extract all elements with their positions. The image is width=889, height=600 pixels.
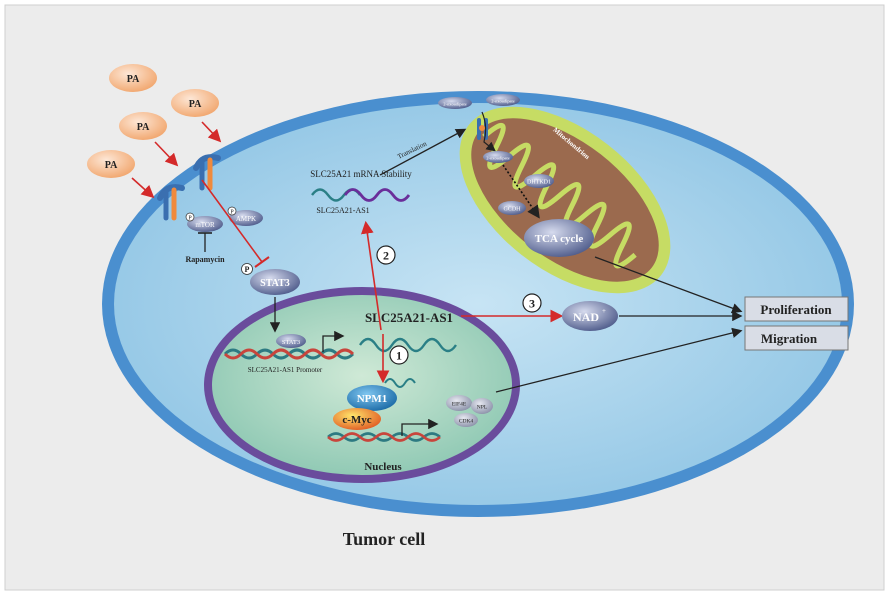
pa-arrow: [131, 177, 155, 199]
step2-arrow: [361, 220, 382, 331]
oxoadipate-node-3: 2-oxoadipate: [483, 151, 513, 163]
ampk-node: AMPK P: [227, 206, 263, 226]
lncrna-npm1-strand: [384, 378, 416, 388]
mrna-strand-cyto: [343, 188, 411, 202]
promoter-dna: [223, 348, 355, 360]
svg-text:TCA cycle: TCA cycle: [535, 233, 584, 245]
step-3-marker: 3: [522, 293, 542, 313]
tca-to-proliferation-arrow: [594, 256, 743, 314]
membrane-receptor: [157, 184, 185, 221]
svg-text:PA: PA: [137, 122, 150, 133]
gcdh-node: GCDH: [498, 201, 526, 215]
svg-text:mTOR: mTOR: [195, 221, 215, 229]
nad-node: NAD +: [562, 301, 618, 331]
svg-text:STAT3: STAT3: [282, 339, 300, 346]
mrna-stability-label: SLC25A21 mRNA Stability: [310, 169, 412, 179]
svg-text:PA: PA: [127, 74, 140, 85]
svg-text:NAD: NAD: [573, 310, 599, 324]
npm1-node: NPM1: [347, 385, 397, 411]
pa-molecule-1: PA: [109, 64, 157, 92]
svg-text:DHTKD1: DHTKD1: [527, 180, 551, 186]
svg-text:c-Myc: c-Myc: [342, 414, 371, 426]
svg-text:P: P: [188, 216, 192, 222]
oxoadipate-import-arrow: [481, 111, 496, 152]
lncrna-small-label: SLC25A21-AS1: [316, 206, 369, 215]
svg-text:2-oxoadipate: 2-oxoadipate: [443, 102, 467, 107]
cdk4-node: CDK4: [454, 413, 478, 427]
stat3-node: STAT3 P: [241, 263, 300, 295]
svg-text:2-oxoadipate: 2-oxoadipate: [486, 156, 510, 161]
eif4e-node: EIF4E: [446, 395, 472, 411]
oxoadipate-node-1: 2-oxoadipate: [438, 97, 472, 109]
svg-text:2: 2: [383, 249, 389, 263]
pa-molecule-3: PA: [119, 112, 167, 140]
step-1-marker: 1: [389, 345, 409, 365]
nucleus-label: Nucleus: [364, 461, 402, 473]
oxoadipate-node-2: 2-oxoadipate: [486, 94, 520, 106]
nucleus: [212, 295, 512, 475]
targets-to-migration-arrow: [495, 327, 743, 393]
stat3-inhibit-bar: [254, 256, 270, 268]
svg-text:Proliferation: Proliferation: [760, 302, 832, 317]
svg-text:AMPK: AMPK: [236, 215, 256, 223]
migration-box: Migration: [744, 325, 849, 351]
svg-text:EIF4E: EIF4E: [452, 402, 467, 408]
tca-cycle-node: TCA cycle: [524, 219, 594, 257]
svg-text:PA: PA: [105, 160, 118, 171]
mtor-node: mTOR P: [185, 212, 223, 232]
svg-text:P: P: [245, 265, 250, 274]
proliferation-box: Proliferation: [744, 296, 849, 322]
pa-molecule-4: PA: [87, 150, 135, 178]
tumor-cell-label: Tumor cell: [343, 529, 426, 549]
lncrna-main-strand: [359, 337, 457, 353]
pa-arrow: [154, 141, 179, 167]
svg-text:P: P: [230, 210, 234, 216]
svg-text:3: 3: [529, 297, 535, 311]
target-gene-dna: [327, 432, 441, 442]
svg-text:Migration: Migration: [761, 331, 818, 346]
lncrna-main-label: SLC25A21-AS1: [365, 310, 453, 325]
dhtkd1-node: DHTKD1: [524, 174, 554, 188]
promoter-label: SLC25A21-AS1 Promoter: [248, 366, 323, 374]
svg-text:2-oxoadipate: 2-oxoadipate: [491, 99, 515, 104]
translation-arrow: [379, 128, 467, 176]
stat3-bound-node: STAT3: [276, 334, 306, 348]
pa-arrow: [201, 121, 222, 143]
receptor-to-stat3-line: [201, 179, 263, 263]
step-2-marker: 2: [376, 245, 396, 265]
npl-node: NPL: [471, 398, 493, 414]
svg-text:STAT3: STAT3: [260, 278, 290, 289]
svg-text:NPL: NPL: [477, 405, 488, 411]
cmyc-node: c-Myc: [333, 408, 381, 430]
membrane-receptor: [193, 154, 221, 191]
svg-text:+: +: [602, 307, 606, 315]
svg-text:NPM1: NPM1: [357, 393, 388, 405]
svg-text:PA: PA: [189, 99, 202, 110]
svg-text:CDK4: CDK4: [459, 419, 474, 425]
svg-text:GCDH: GCDH: [503, 207, 521, 213]
promoter-transcription-arrow: [322, 330, 345, 352]
rapamycin-label: Rapamycin: [185, 255, 225, 264]
svg-text:1: 1: [396, 349, 402, 363]
pa-molecule-2: PA: [171, 89, 219, 117]
mitochondrion: [459, 106, 671, 294]
target-transcription-arrow: [401, 418, 439, 436]
